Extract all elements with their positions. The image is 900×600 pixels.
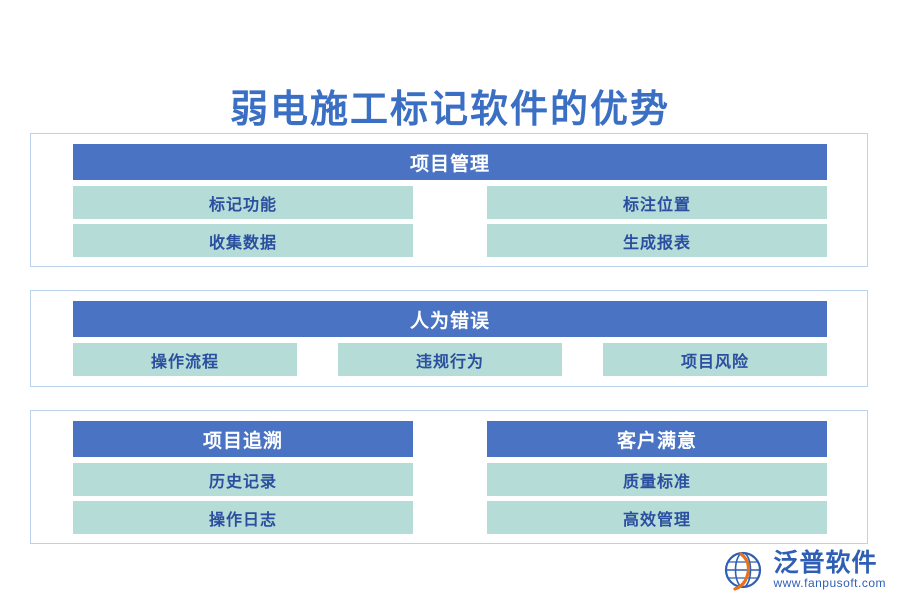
- watermark: 泛普软件 www.fanpusoft.com: [721, 548, 886, 592]
- group-0-header: 项目管理: [73, 144, 827, 180]
- watermark-name-en: www.fanpusoft.com: [773, 575, 886, 590]
- group-0-cell-1: 标注位置: [487, 186, 827, 219]
- group-2-cell-2: 操作日志: [73, 501, 413, 534]
- group-project-management: 项目管理 标记功能 标注位置 收集数据 生成报表: [30, 133, 868, 267]
- page-title: 弱电施工标记软件的优势: [229, 89, 670, 131]
- group-traceability-satisfaction: 项目追溯 客户满意 历史记录 质量标准 操作日志 高效管理: [30, 410, 868, 544]
- group-human-error: 人为错误 操作流程 违规行为 项目风险: [30, 290, 868, 387]
- group-1-cell-1: 违规行为: [338, 343, 562, 376]
- group-0-cell-0: 标记功能: [73, 186, 413, 219]
- group-2-header-left: 项目追溯: [73, 421, 413, 457]
- watermark-name-cn: 泛普软件: [773, 549, 878, 577]
- watermark-text: 泛普软件 www.fanpusoft.com: [773, 549, 886, 590]
- group-2-header-right: 客户满意: [487, 421, 827, 457]
- group-1-cell-2: 项目风险: [603, 343, 827, 376]
- group-0-cell-3: 生成报表: [487, 224, 827, 257]
- globe-icon: [721, 548, 765, 592]
- group-1-header: 人为错误: [73, 301, 827, 337]
- group-2-cell-0: 历史记录: [73, 463, 413, 496]
- group-1-cell-0: 操作流程: [73, 343, 297, 376]
- group-2-cell-3: 高效管理: [487, 501, 827, 534]
- group-0-cell-2: 收集数据: [73, 224, 413, 257]
- group-2-cell-1: 质量标准: [487, 463, 827, 496]
